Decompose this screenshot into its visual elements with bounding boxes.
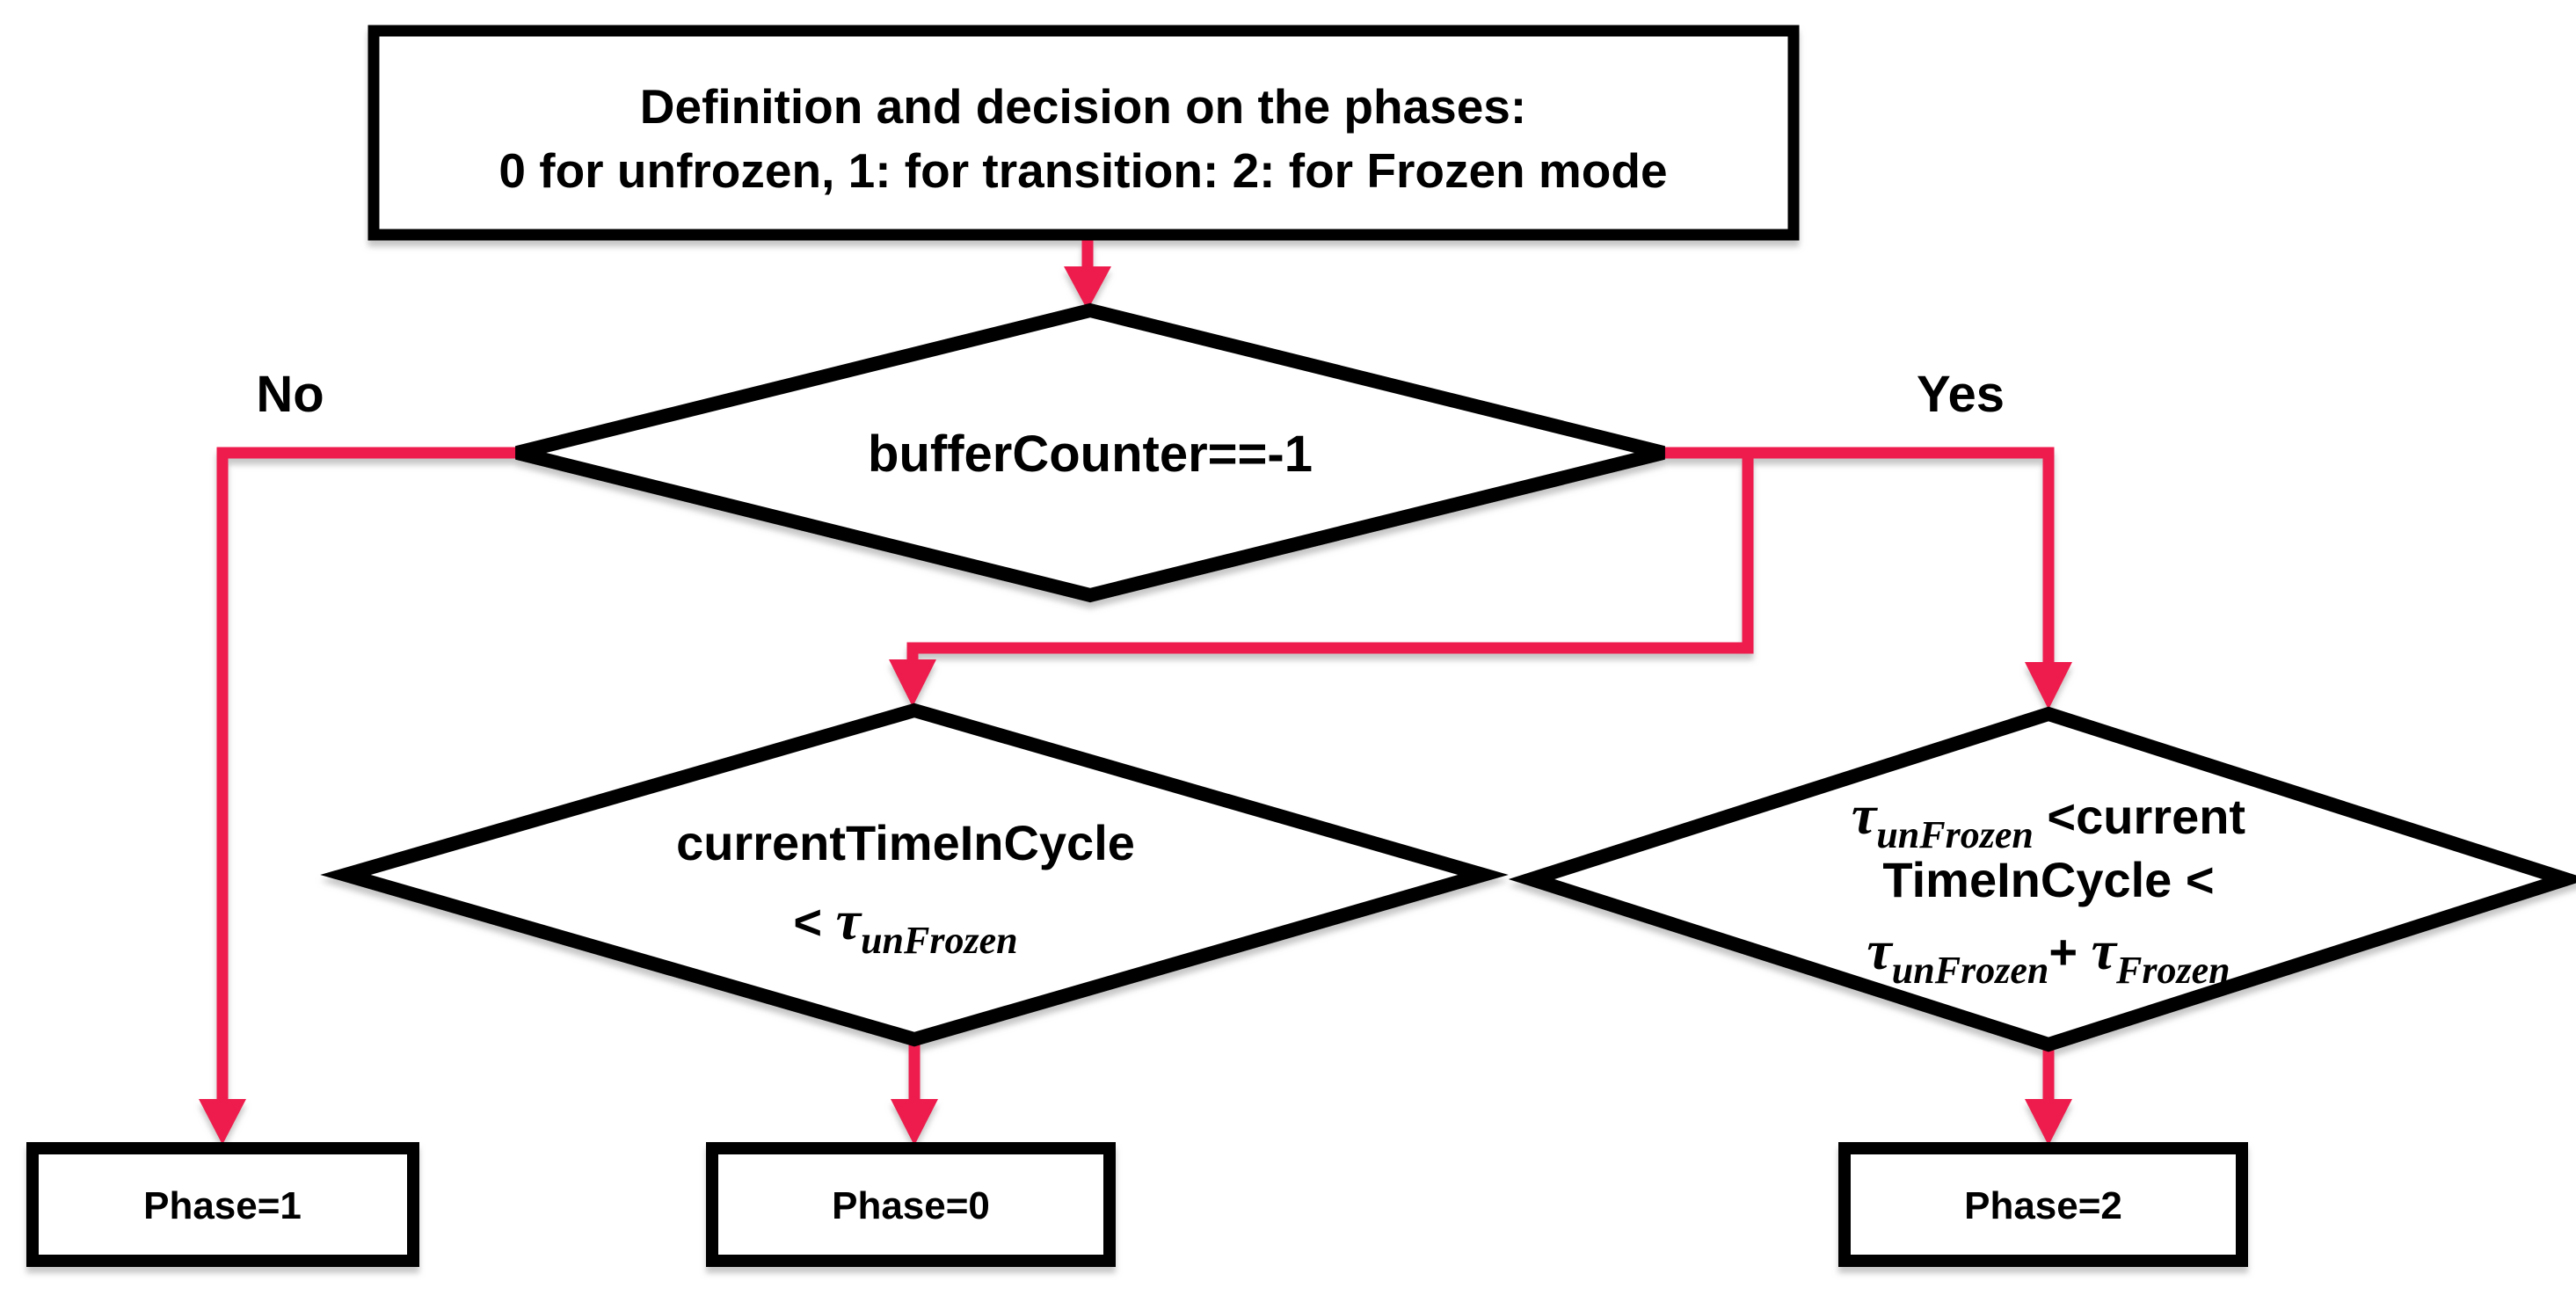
decision-frozen-line1: τunFrozen <current [1852, 783, 2245, 856]
arrow-middle-branch [906, 453, 1754, 661]
arrowhead-yes-branch [2025, 662, 2072, 710]
decision-frozen-line2: TimeInCycle < [1882, 852, 2214, 907]
definition-box-line1: Definition and decision on the phases: [640, 79, 1526, 134]
decision-unfrozen-diamond [320, 702, 1509, 1047]
arrow-no-branch [216, 447, 517, 1101]
tau-symbol: τ [1852, 783, 1879, 846]
decision-unfrozen-line2: < τunFrozen [793, 889, 1017, 962]
tau-symbol: τ [836, 889, 863, 951]
decision-unfrozen-line1: currentTimeInCycle [676, 815, 1135, 870]
no-edge-label: No [256, 366, 324, 423]
arrowhead-decision3-to-phase2 [2025, 1099, 2072, 1146]
arrow-yes-branch [1663, 447, 2055, 664]
definition-box-line2: 0 for unfrozen, 1: for transition: 2: fo… [498, 143, 1667, 198]
decision-frozen-diamond [1508, 706, 2576, 1052]
phase0-box [706, 1142, 1116, 1267]
diagram-labels: Definition and decision on the phases: 0… [143, 79, 2245, 1227]
arrowhead-no-branch [199, 1099, 246, 1145]
arrowhead-title-to-decision1 [1064, 266, 1111, 310]
arrowhead-middle-branch [889, 659, 936, 707]
less-than-sign: < [793, 894, 835, 950]
arrowhead-decision2-to-phase0 [891, 1099, 938, 1146]
tau-symbol: τ [2092, 919, 2119, 981]
phase1-label: Phase=1 [143, 1184, 302, 1227]
decision-frozen-line1-rest: <current [2034, 789, 2245, 844]
phase2-label: Phase=2 [1964, 1184, 2122, 1227]
tau-subscript: unFrozen [861, 919, 1018, 962]
phase0-label: Phase=0 [832, 1184, 990, 1227]
definition-box [367, 25, 1800, 241]
decision-buffercounter-label: bufferCounter==-1 [868, 426, 1313, 483]
plus-sign: + [2048, 924, 2091, 979]
tau-subscript: Frozen [2115, 949, 2230, 992]
phase2-box [1838, 1142, 2248, 1267]
yes-edge-label: Yes [1917, 366, 2005, 423]
phase1-box [26, 1142, 419, 1267]
decision-buffercounter-diamond [515, 302, 1665, 603]
tau-subscript: unFrozen [1892, 949, 2049, 992]
tau-symbol: τ [1867, 919, 1894, 981]
decision-frozen-line3: τunFrozen+ τFrozen [1867, 919, 2230, 992]
diagram-shapes [26, 25, 2576, 1267]
tau-subscript: unFrozen [1876, 813, 2034, 856]
